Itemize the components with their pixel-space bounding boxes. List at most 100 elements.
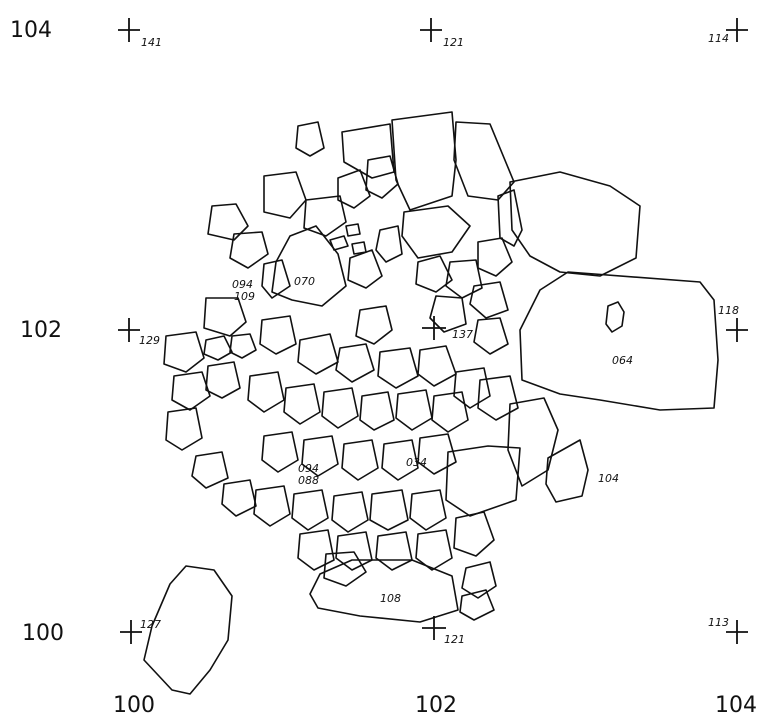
stone-center-20 [507, 397, 559, 487]
stone-upper-left-7 [365, 155, 399, 199]
stone-center-8 [283, 383, 321, 425]
stone-center-14 [261, 431, 299, 473]
stone-upper-left-2 [229, 231, 269, 269]
stone-upper-mid-8 [429, 295, 467, 333]
stone-mid-left-1 [163, 331, 205, 373]
stone-center-5 [417, 345, 457, 387]
stone-lower-12 [459, 589, 495, 621]
stone-label-094-lower: 094 [298, 462, 319, 475]
stone-center-12 [431, 391, 469, 433]
stone-large-064 [519, 271, 719, 411]
stone-lower-2 [291, 489, 329, 531]
stone-small-oval-1 [329, 235, 349, 251]
stone-upper-mid-6 [477, 237, 513, 277]
grid-cross-mid-left [118, 318, 140, 342]
stone-mid-left-5 [205, 361, 241, 399]
stone-upper-mid-9 [473, 317, 509, 355]
stone-top-band-a [391, 111, 457, 211]
x-axis-label-104: 104 [715, 693, 757, 718]
stone-label-034: 034 [406, 456, 427, 469]
stone-lower-5 [409, 489, 447, 531]
stone-center-3 [335, 343, 375, 383]
datum-top-mid: 121 [443, 36, 464, 49]
grid-cross-top-left [118, 18, 140, 42]
stone-label-109: 109 [234, 290, 255, 303]
stone-upper-left-3 [263, 171, 307, 219]
stone-center-13 [477, 375, 519, 421]
stone-outlier-bottom-left [143, 565, 233, 695]
x-axis-label-102: 102 [415, 693, 457, 718]
stone-label-104: 104 [598, 472, 619, 485]
stone-top-band-b [453, 121, 515, 201]
stone-center-15 [301, 435, 339, 477]
stone-center-9 [321, 387, 359, 429]
grid-cross-bottom-mid [422, 616, 446, 640]
stone-upper-mid-1 [347, 249, 383, 289]
stone-label-108: 108 [380, 592, 401, 605]
stone-center-10 [359, 391, 395, 431]
grid-cross-bottom-left [120, 620, 142, 644]
stone-center-6 [453, 367, 491, 409]
stone-label-088: 088 [298, 474, 319, 487]
stone-label-064: 064 [612, 354, 633, 367]
stone-108 [309, 559, 459, 623]
stone-upper-left-5 [303, 195, 347, 237]
stone-lower-6 [297, 529, 335, 571]
stone-lower-9 [415, 529, 453, 571]
stone-lower-11 [461, 561, 497, 599]
stone-mid-left-3 [229, 333, 257, 359]
datum-mid-right: 118 [718, 304, 739, 317]
stone-upper-left-8 [203, 297, 247, 337]
datum-top-right: 114 [708, 32, 729, 45]
stone-lower-3 [331, 491, 369, 533]
datum-bottom-mid: 121 [444, 633, 465, 646]
stone-064-inclusion [605, 301, 625, 333]
stone-upper-left-9 [261, 259, 291, 299]
grid-cross-mid-right [726, 318, 748, 342]
stone-mid-left-8 [221, 479, 257, 517]
grid-cross-top-right [726, 18, 748, 42]
stone-label-070: 070 [294, 275, 315, 288]
stone-outlines [143, 111, 719, 695]
y-axis-label-100: 100 [22, 621, 64, 646]
stone-upper-mid-4 [415, 255, 453, 293]
stone-center-11 [395, 389, 433, 431]
stone-mid-left-6 [165, 407, 203, 451]
stone-lower-8 [375, 531, 413, 571]
datum-bottom-right: 113 [708, 616, 729, 629]
stone-label-094-upper: 094 [232, 278, 253, 291]
stone-center-19 [445, 445, 521, 517]
stone-center-4 [377, 347, 419, 389]
y-axis-label-102: 102 [20, 318, 62, 343]
stone-104 [545, 439, 589, 503]
stone-lower-4 [369, 489, 409, 531]
stone-large-top-right [509, 171, 641, 277]
stone-right-edge [497, 189, 523, 247]
stone-small-oval-2 [345, 223, 361, 237]
stone-upper-left-6 [337, 169, 371, 209]
stone-lower-10 [453, 511, 495, 557]
stone-top-band-d [401, 205, 471, 259]
datum-mid-center: 137 [452, 328, 473, 341]
stone-mid-left-4 [171, 371, 211, 411]
stone-lower-1 [253, 485, 291, 527]
grid-cross-bottom-right [726, 620, 748, 644]
stone-center-7 [247, 371, 285, 413]
y-axis-label-104: 104 [10, 18, 52, 43]
stone-center-1 [259, 315, 297, 355]
stone-lower-13 [323, 551, 367, 587]
datum-mid-left: 129 [139, 334, 160, 347]
grid-cross-mid-center [422, 316, 446, 340]
datum-bottom-left: 127 [140, 618, 161, 631]
stone-upper-left-1 [207, 203, 249, 241]
stone-center-18 [417, 433, 457, 475]
stone-upper-mid-2 [375, 225, 403, 263]
x-axis-label-100: 100 [113, 693, 155, 718]
stone-mid-left-2 [203, 335, 233, 361]
stone-upper-mid-7 [469, 281, 509, 319]
grid-cross-top-mid [420, 18, 442, 42]
stone-mid-left-7 [191, 451, 229, 489]
stone-upper-mid-3 [355, 305, 393, 345]
stone-small-oval-3 [351, 241, 367, 255]
